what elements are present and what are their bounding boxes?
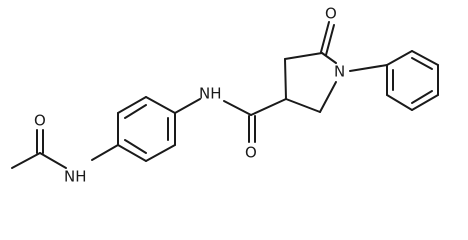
pyrrolidinone-ring — [284, 21, 337, 113]
acetamide-group — [11, 129, 119, 169]
bond-c4-c5 — [284, 52, 323, 60]
phenylene-inner-bond — [124, 104, 147, 119]
bond-nh-aryl — [174, 98, 201, 114]
bond-c3-c4 — [284, 58, 287, 100]
phenylene-bond — [145, 144, 176, 162]
bond-n1-c2 — [319, 81, 337, 113]
phenyl-bond — [411, 50, 439, 66]
phenyl-inner-bond — [411, 57, 433, 70]
phenylene-bond — [145, 96, 176, 114]
carboxamide-group — [174, 98, 287, 143]
bond-aryl-nh — [91, 144, 119, 161]
phenyl-bond — [386, 50, 413, 66]
bond-c5-n1 — [321, 52, 337, 64]
phenyl-inner-bond — [411, 90, 433, 104]
ketone-oxygen-label: O — [325, 5, 337, 23]
phenyl-bond — [386, 94, 413, 111]
bond-c5-o-double-b — [325, 24, 335, 56]
amide-nh-label: NH — [199, 85, 222, 103]
chemical-structure: O N NH O NH O — [11, 5, 439, 186]
phenylene-inner-bond — [124, 139, 147, 154]
amide-oxygen-label: O — [245, 144, 257, 162]
bond-c3-carbonyl — [250, 98, 287, 116]
acetamide-nh-label: NH — [64, 168, 87, 186]
ring-nitrogen-label: N — [334, 63, 345, 81]
phenylene-bond — [117, 96, 147, 114]
bond-n1-phenyl — [349, 64, 388, 72]
bond-c2-c3 — [285, 98, 321, 113]
bond-c5-o-double-a — [320, 21, 330, 53]
phenylene-ring — [117, 96, 176, 162]
phenyl-bond — [411, 94, 439, 111]
n-phenyl-ring — [349, 50, 439, 111]
bond-acyl-methyl — [11, 152, 41, 169]
bond-carbonyl-nh — [223, 100, 252, 116]
phenylene-bond — [117, 144, 147, 162]
acetyl-oxygen-label: O — [34, 112, 46, 130]
bond-nh-acyl — [39, 152, 67, 169]
